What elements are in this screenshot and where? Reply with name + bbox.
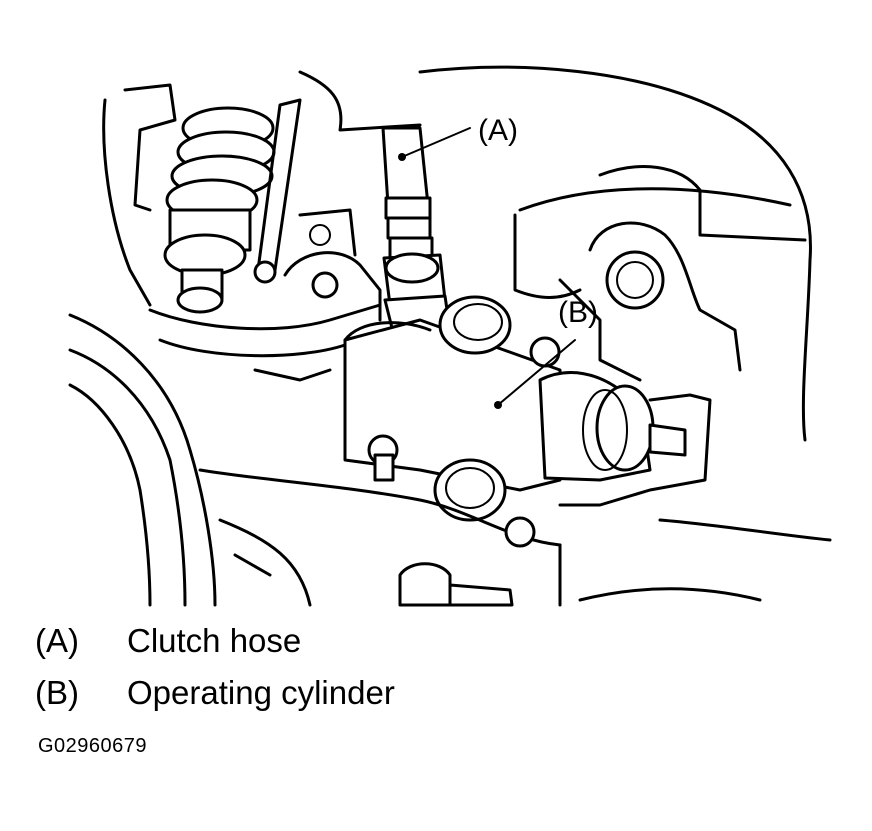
mounting-bracket [148, 208, 382, 382]
legend-key: (A) [35, 622, 79, 659]
leader-line-a [401, 127, 471, 158]
legend-item-b: (B) Operating cylinder [35, 673, 395, 713]
transmission-housing [418, 65, 812, 442]
leader-dot-b [494, 401, 502, 409]
leader-line-b [497, 339, 576, 406]
leader-dot-a [398, 153, 406, 161]
figure-code: G02960679 [38, 735, 148, 757]
operating-cylinder [343, 295, 712, 522]
legend-label: Clutch hose [127, 622, 302, 659]
spring-assembly [102, 70, 422, 314]
clutch-operating-cylinder-illustration: (A) (B) [68, 65, 832, 607]
lower-housing [68, 313, 832, 607]
legend-item-a: (A) Clutch hose [35, 621, 301, 661]
legend-key: (B) [35, 674, 79, 711]
callout-a: (A) [478, 114, 518, 147]
legend-label: Operating cylinder [127, 674, 395, 711]
clutch-hose [381, 126, 452, 342]
callout-b: (B) [558, 296, 598, 329]
